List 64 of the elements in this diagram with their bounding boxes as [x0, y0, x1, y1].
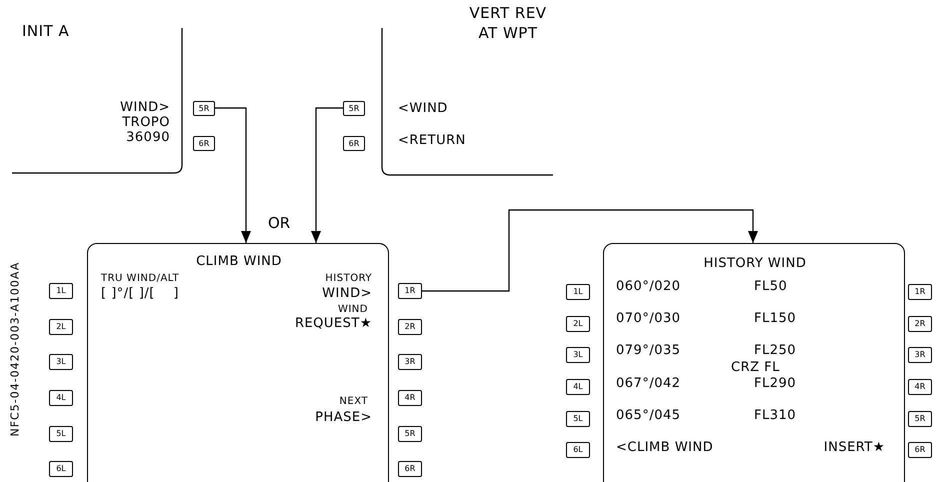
screen-text: FL310: [754, 408, 796, 423]
or-label: OR: [268, 214, 290, 232]
line-select-key: 3L: [49, 354, 73, 370]
screen-text: TRU WIND/ALT: [101, 272, 180, 286]
screen-text: HISTORY: [325, 272, 372, 286]
line-select-key: 6L: [49, 461, 73, 477]
screen-text: 079°/035: [616, 343, 681, 358]
screen-text: NEXT: [339, 395, 368, 409]
line-select-key: 1L: [49, 283, 73, 299]
screen-text: FL290: [754, 376, 796, 391]
screen-text: <CLIMB WIND: [616, 440, 714, 455]
line-select-key: 5R: [193, 101, 215, 116]
line-select-key: 5L: [566, 411, 590, 427]
line-select-key: 6L: [566, 442, 590, 458]
line-select-key: 2R: [398, 319, 422, 335]
arrow: [215, 107, 251, 243]
line-select-key: 1L: [566, 284, 590, 300]
display-screen: [603, 243, 905, 482]
screen-text: TROPO: [122, 115, 170, 130]
screen-title: HISTORY WIND: [702, 255, 808, 273]
line-select-key: 4R: [398, 390, 422, 406]
line-select-key: 5R: [343, 101, 365, 116]
screen-text: 36090: [126, 130, 170, 145]
line-select-key: 3R: [908, 347, 932, 363]
line-select-key: 2L: [566, 316, 590, 332]
line-select-key: 3R: [398, 354, 422, 370]
line-select-key: 4L: [49, 390, 73, 406]
screen-text: 070°/030: [616, 311, 681, 326]
screen-text: FL50: [754, 279, 788, 294]
screen-text: 067°/042: [616, 376, 681, 391]
screen-text: 065°/045: [616, 408, 681, 423]
screen-text: CRZ FL: [731, 360, 780, 375]
screen-text: <RETURN: [398, 133, 466, 148]
line-select-key: 2L: [49, 319, 73, 335]
screen-title: CLIMB WIND: [195, 253, 283, 271]
line-select-key: 3L: [566, 347, 590, 363]
arrow: [422, 209, 758, 292]
screen-text: FL150: [754, 311, 796, 326]
line-select-key: 6R: [193, 136, 215, 151]
display-screen: [87, 243, 389, 482]
line-select-key: 1R: [398, 283, 422, 299]
line-select-key: 6R: [343, 136, 365, 151]
screen-text: WIND: [338, 303, 368, 317]
screen-text: 060°/020: [616, 279, 681, 294]
line-select-key: 4R: [908, 379, 932, 395]
line-select-key: 5R: [398, 426, 422, 442]
screen-text: WIND>: [120, 100, 170, 115]
screen-text: REQUEST★: [294, 316, 372, 331]
screen-text: WIND>: [322, 286, 372, 301]
line-select-key: 4L: [566, 379, 590, 395]
line-select-key: 2R: [908, 316, 932, 332]
screen-text: INSERT★: [824, 440, 885, 455]
screen-title: INIT A: [22, 24, 70, 39]
screen-text: <WIND: [398, 101, 448, 116]
arrow: [311, 107, 343, 243]
line-select-key: 6R: [908, 442, 932, 458]
screen-title: VERT REV AT WPT: [468, 3, 548, 43]
screen-text: PHASE>: [315, 410, 372, 425]
line-select-key: 1R: [908, 284, 932, 300]
screen-text: FL250: [754, 343, 796, 358]
screen-text: [ ]°/[ ]/[ ]: [101, 286, 179, 301]
line-select-key: 6R: [398, 461, 422, 477]
line-select-key: 5L: [49, 426, 73, 442]
line-select-key: 5R: [908, 411, 932, 427]
